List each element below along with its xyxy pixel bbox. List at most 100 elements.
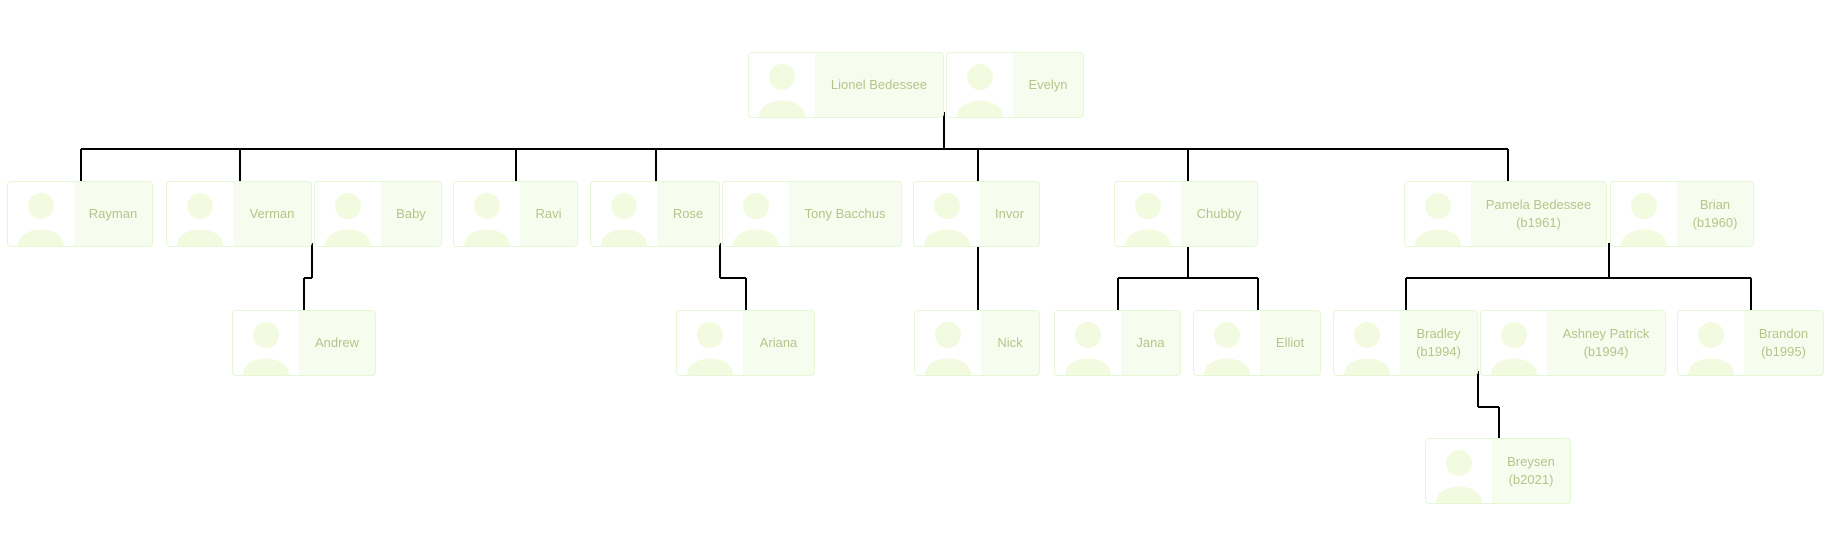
person-card-brian[interactable]: Brian (b1960)	[1610, 181, 1754, 247]
person-card-invor[interactable]: Invor	[913, 181, 1040, 247]
person-card-jana[interactable]: Jana	[1054, 310, 1181, 376]
person-silhouette-icon	[1065, 322, 1111, 375]
person-card-breysen[interactable]: Breysen (b2021)	[1425, 438, 1571, 504]
person-card-nick[interactable]: Nick	[914, 310, 1040, 376]
person-info: Ashney Patrick (b1994)	[1547, 311, 1665, 375]
avatar	[315, 182, 381, 246]
person-card-tony-bacchus[interactable]: Tony Bacchus	[722, 181, 902, 247]
person-name: Nick	[997, 335, 1023, 350]
person-silhouette-icon	[177, 193, 223, 246]
person-birth: (b1995)	[1761, 344, 1806, 359]
avatar	[8, 182, 74, 246]
person-silhouette-icon	[325, 193, 371, 246]
person-name: Ravi	[535, 206, 562, 221]
avatar	[947, 53, 1013, 117]
person-name: Invor	[995, 206, 1024, 221]
person-card-baby[interactable]: Baby	[314, 181, 442, 247]
avatar	[1194, 311, 1260, 375]
person-silhouette-icon	[1688, 322, 1734, 375]
person-card-rayman[interactable]: Rayman	[7, 181, 153, 247]
person-info: Invor	[980, 182, 1039, 246]
person-info: Verman	[233, 182, 311, 246]
person-card-evelyn[interactable]: Evelyn	[946, 52, 1084, 118]
person-birth: (b1994)	[1583, 344, 1629, 359]
person-name: Pamela Bedessee	[1485, 197, 1592, 212]
person-silhouette-icon	[1204, 322, 1250, 375]
avatar	[1405, 182, 1471, 246]
person-birth: (b2021)	[1508, 472, 1554, 487]
person-name: Andrew	[314, 335, 360, 350]
person-name: Baby	[396, 206, 426, 221]
person-silhouette-icon	[1415, 193, 1461, 246]
avatar	[914, 182, 980, 246]
person-card-lionel[interactable]: Lionel Bedessee	[748, 52, 944, 118]
person-card-andrew[interactable]: Andrew	[232, 310, 376, 376]
person-card-brandon[interactable]: Brandon (b1995)	[1677, 310, 1824, 376]
avatar	[749, 53, 815, 117]
person-name: Breysen	[1507, 454, 1555, 469]
person-info: Andrew	[299, 311, 375, 375]
person-name: Bradley	[1416, 326, 1461, 341]
person-silhouette-icon	[601, 193, 647, 246]
person-birth: (b1961)	[1516, 215, 1561, 230]
person-info: Ravi	[520, 182, 577, 246]
person-info: Brian (b1960)	[1677, 182, 1753, 246]
person-info: Rose	[657, 182, 719, 246]
person-info: Nick	[981, 311, 1039, 375]
person-info: Jana	[1121, 311, 1180, 375]
person-birth: (b1960)	[1692, 215, 1738, 230]
person-card-bradley[interactable]: Bradley (b1994)	[1333, 310, 1478, 376]
avatar	[1611, 182, 1677, 246]
person-card-ariana[interactable]: Ariana	[676, 310, 815, 376]
person-info: Breysen (b2021)	[1492, 439, 1570, 503]
person-info: Elliot	[1260, 311, 1320, 375]
person-name: Elliot	[1275, 335, 1305, 350]
person-silhouette-icon	[687, 322, 733, 375]
person-info: Evelyn	[1013, 53, 1083, 117]
person-silhouette-icon	[1436, 450, 1482, 503]
person-silhouette-icon	[925, 322, 971, 375]
person-info: Lionel Bedessee	[815, 53, 943, 117]
person-card-ravi[interactable]: Ravi	[453, 181, 578, 247]
person-silhouette-icon	[957, 64, 1003, 117]
person-card-ashney-patrick[interactable]: Ashney Patrick (b1994)	[1480, 310, 1666, 376]
person-name: Jana	[1136, 335, 1165, 350]
person-silhouette-icon	[18, 193, 64, 246]
person-silhouette-icon	[1344, 322, 1390, 375]
person-silhouette-icon	[464, 193, 510, 246]
person-name: Ariana	[759, 335, 798, 350]
person-name: Ashney Patrick	[1562, 326, 1650, 341]
person-birth: (b1994)	[1416, 344, 1461, 359]
person-silhouette-icon	[1125, 193, 1171, 246]
avatar	[167, 182, 233, 246]
person-name: Verman	[249, 206, 295, 221]
person-silhouette-icon	[1491, 322, 1537, 375]
person-card-verman[interactable]: Verman	[166, 181, 312, 247]
person-info: Bradley (b1994)	[1400, 311, 1477, 375]
person-name: Brian	[1699, 197, 1731, 212]
person-name: Evelyn	[1028, 77, 1068, 92]
avatar	[723, 182, 789, 246]
avatar	[1481, 311, 1547, 375]
person-info: Baby	[381, 182, 441, 246]
person-name: Tony Bacchus	[804, 206, 886, 221]
person-silhouette-icon	[733, 193, 779, 246]
person-info: Tony Bacchus	[789, 182, 901, 246]
person-name: Chubby	[1196, 206, 1242, 221]
avatar	[1426, 439, 1492, 503]
person-card-rose[interactable]: Rose	[590, 181, 720, 247]
avatar	[454, 182, 520, 246]
person-info: Brandon (b1995)	[1744, 311, 1823, 375]
person-info: Ariana	[743, 311, 814, 375]
person-silhouette-icon	[924, 193, 970, 246]
avatar	[1115, 182, 1181, 246]
person-name: Brandon	[1758, 326, 1809, 341]
person-card-elliot[interactable]: Elliot	[1193, 310, 1321, 376]
person-silhouette-icon	[759, 64, 805, 117]
person-card-chubby[interactable]: Chubby	[1114, 181, 1258, 247]
person-info: Chubby	[1181, 182, 1257, 246]
avatar	[1334, 311, 1400, 375]
person-card-pamela-bedessee[interactable]: Pamela Bedessee (b1961)	[1404, 181, 1607, 247]
avatar	[677, 311, 743, 375]
